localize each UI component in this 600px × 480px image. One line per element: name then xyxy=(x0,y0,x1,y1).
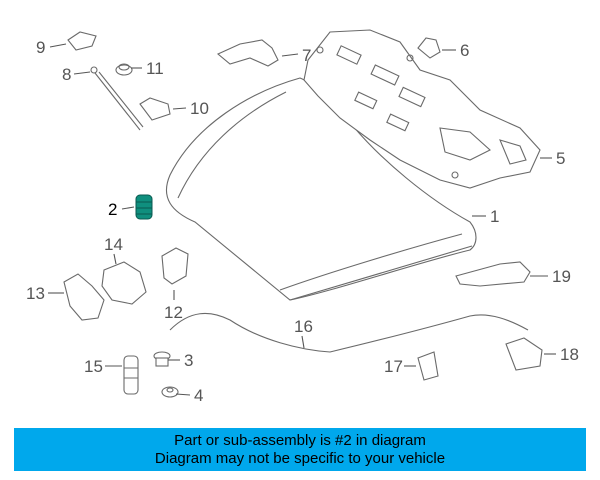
part-16-cable xyxy=(169,312,529,353)
callout-8: 8 xyxy=(62,65,71,84)
part-15-damper xyxy=(123,355,139,395)
callout-6: 6 xyxy=(460,41,469,60)
part-17-clip xyxy=(417,351,439,381)
part-11-grommet xyxy=(115,63,133,76)
info-banner: Part or sub-assembly is #2 in diagram Di… xyxy=(14,428,586,471)
part-13-release xyxy=(63,273,105,321)
callout-15: 15 xyxy=(84,357,103,376)
callout-2: 2 xyxy=(108,200,117,219)
callout-19: 19 xyxy=(552,267,571,286)
callout-18: 18 xyxy=(560,345,579,364)
hood-inner-frame xyxy=(303,29,541,189)
part-7-hinge xyxy=(216,39,279,67)
part-6-clip xyxy=(417,37,441,59)
part-2-hood-bumper xyxy=(135,194,153,220)
part-8-prop-rod xyxy=(90,66,144,131)
callout-3: 3 xyxy=(184,351,193,370)
callout-14: 14 xyxy=(104,235,123,254)
part-9-shape xyxy=(67,31,97,51)
callout-16: 16 xyxy=(294,317,313,336)
callout-9: 9 xyxy=(36,38,45,57)
callout-13: 13 xyxy=(26,284,45,303)
callout-1: 1 xyxy=(490,207,499,226)
hood-panel xyxy=(165,77,477,301)
callout-labels: 9 8 11 10 7 6 5 1 2 14 13 12 16 15 3 4 1… xyxy=(26,38,579,405)
part-12-bracket xyxy=(161,247,189,285)
part-14-lock xyxy=(101,261,147,305)
callout-11: 11 xyxy=(146,59,164,78)
banner-line-1: Part or sub-assembly is #2 in diagram xyxy=(174,432,426,449)
callout-17: 17 xyxy=(384,357,403,376)
parts-diagram: 9 8 11 10 7 6 5 1 2 14 13 12 16 15 3 4 1… xyxy=(26,29,579,405)
callout-12: 12 xyxy=(164,303,183,322)
part-4-nut xyxy=(161,386,179,398)
banner-line-2: Diagram may not be specific to your vehi… xyxy=(154,450,446,467)
part-18-bracket xyxy=(505,337,543,371)
callout-4: 4 xyxy=(194,386,203,405)
leader-lines xyxy=(48,43,556,396)
callout-5: 5 xyxy=(556,149,565,168)
part-10-bracket xyxy=(139,97,171,121)
part-3-bumper xyxy=(153,351,171,367)
callout-7: 7 xyxy=(302,46,311,65)
callout-10: 10 xyxy=(190,99,209,118)
part-19-striker xyxy=(455,261,531,287)
